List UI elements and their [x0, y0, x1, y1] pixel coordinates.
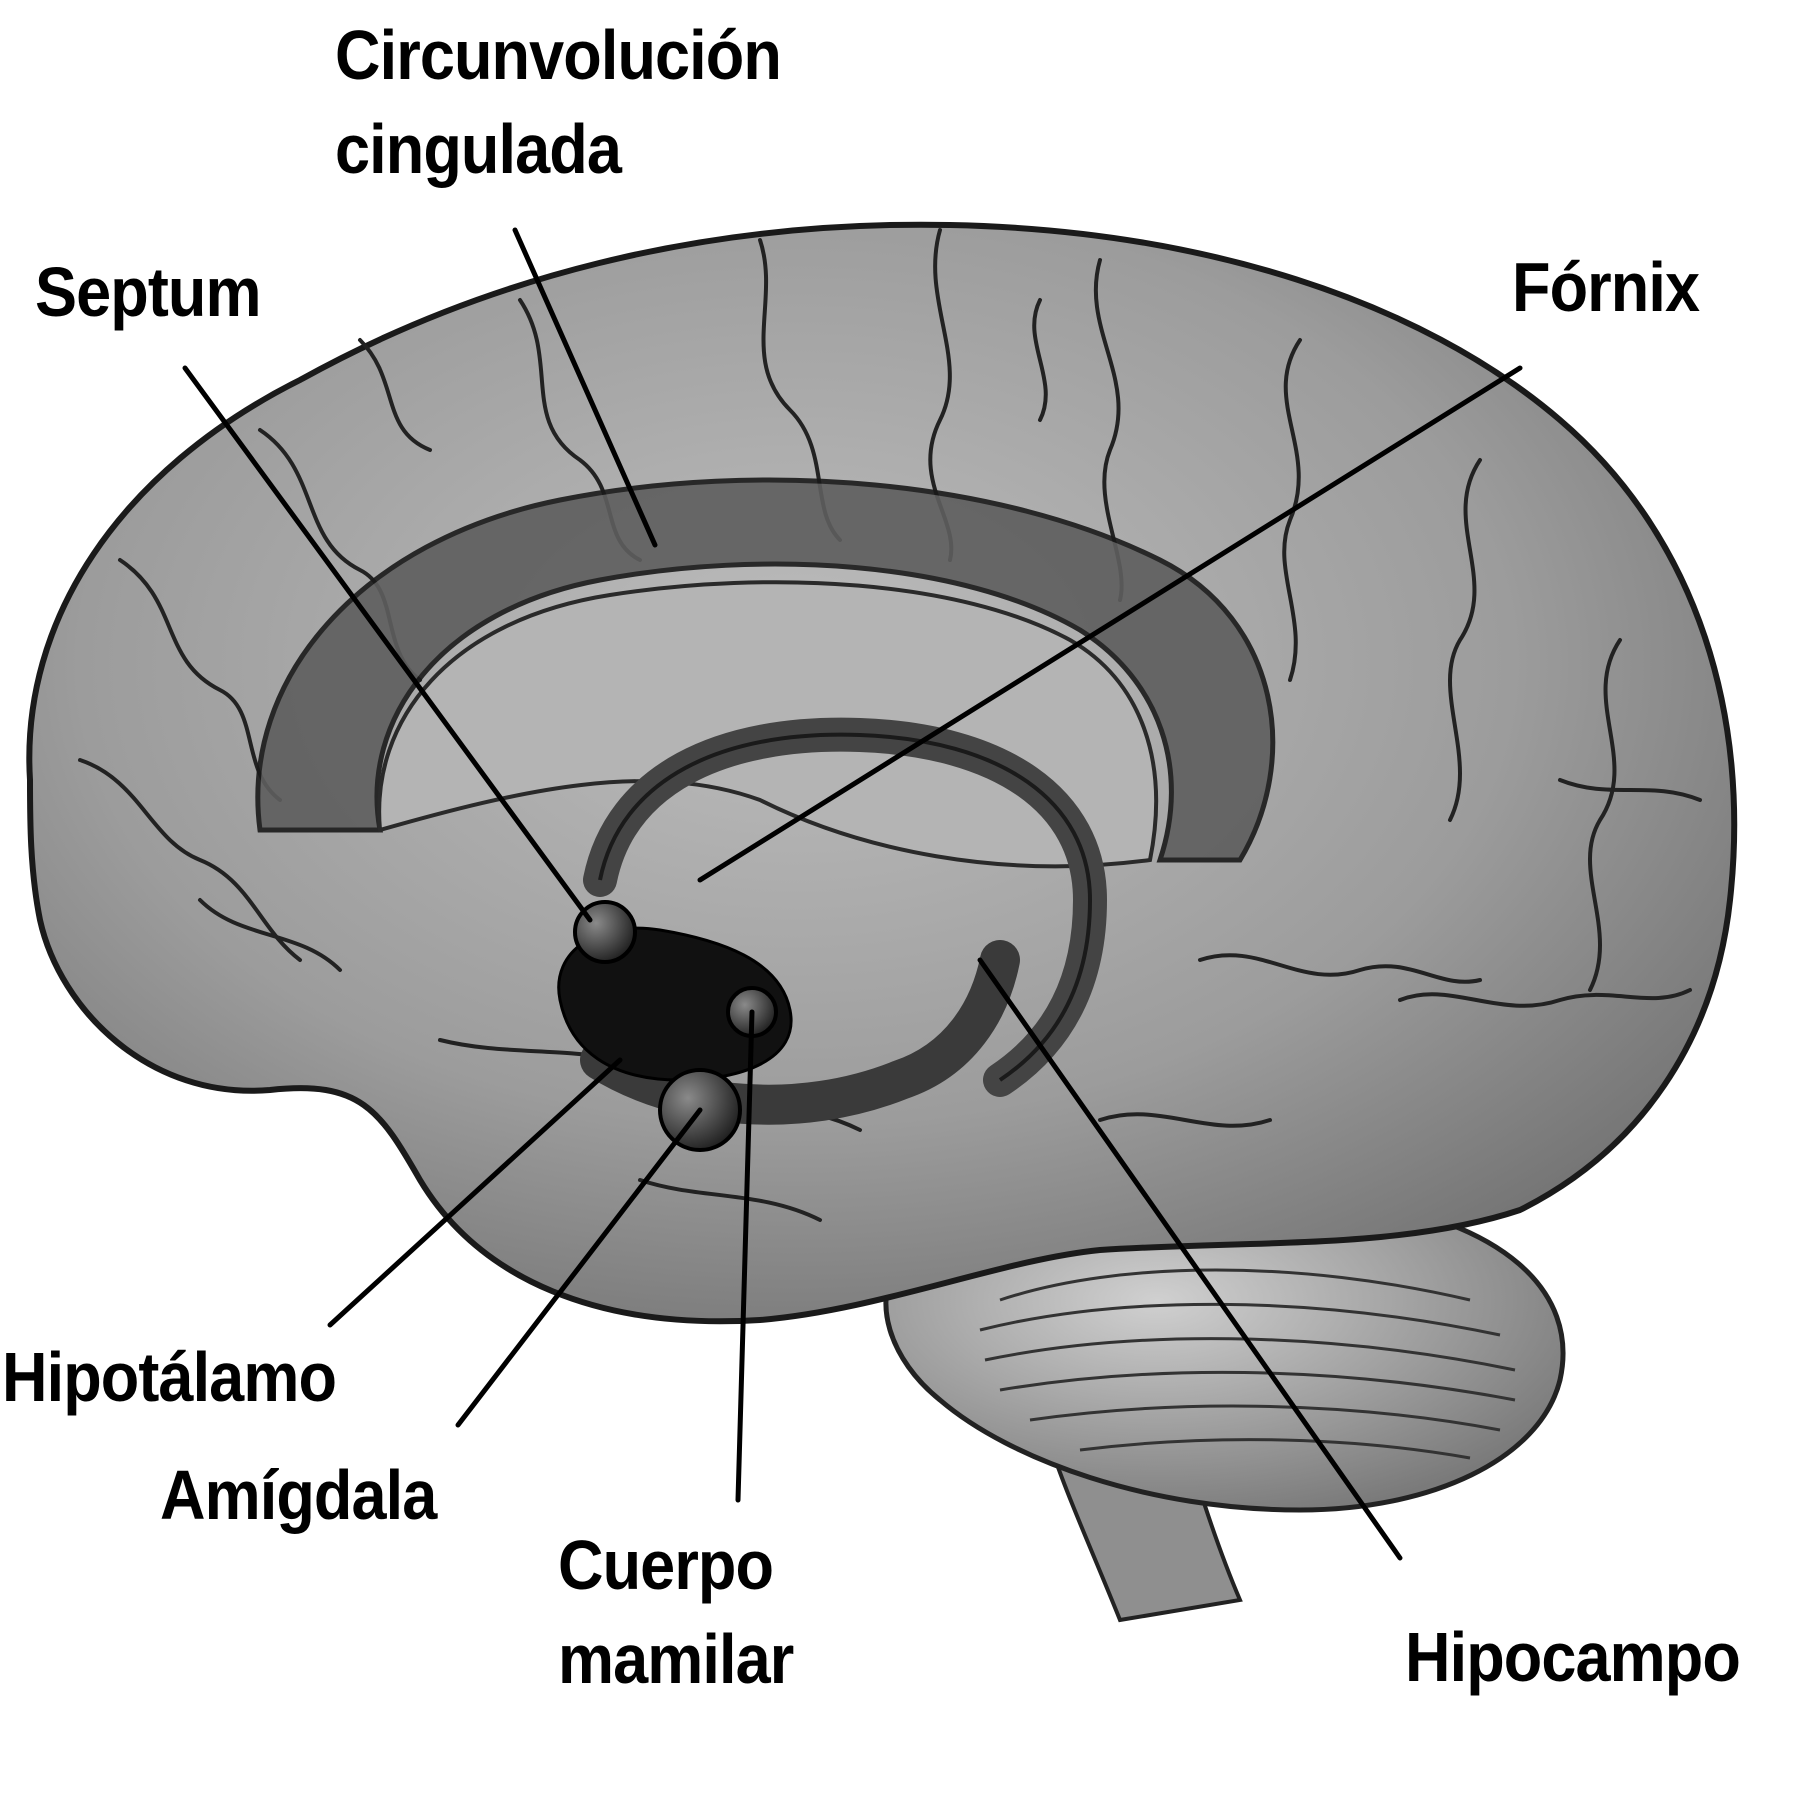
label-fornix: Fórnix [1512, 240, 1700, 334]
label-septum-text: Septum [35, 253, 262, 331]
leader-line-cuerpo [735, 1009, 755, 1503]
leader-line-fornix [697, 365, 1523, 883]
label-hipotalamo: Hipotálamo [2, 1330, 337, 1424]
label-septum: Septum [35, 245, 262, 339]
leader-line-septum [182, 365, 593, 923]
label-amigdala: Amígdala [160, 1448, 437, 1542]
label-cuerpo-line1: Cuerpo [558, 1526, 774, 1604]
label-hipotalamo-text: Hipotálamo [2, 1338, 337, 1416]
cingulate-gyrus [255, 477, 1276, 863]
leader-lines [182, 227, 1523, 1561]
label-hipocampo-text: Hipocampo [1405, 1618, 1741, 1696]
leader-line-amigdala [455, 1107, 703, 1428]
label-circunvolucion-cingulada: Circunvolución cingulada [335, 8, 782, 196]
leader-line-circunvolucion [512, 227, 658, 548]
cortex-sulci [78, 228, 1702, 1222]
leader-line-hipotalamo [327, 1057, 623, 1328]
label-hipocampo: Hipocampo [1405, 1610, 1741, 1704]
label-cuerpo-line2: mamilar [558, 1620, 794, 1698]
label-cuerpo-mamilar: Cuerpo mamilar [558, 1518, 794, 1706]
leader-line-hipocampo [977, 957, 1403, 1561]
label-circunvolucion-line1: Circunvolución [335, 16, 782, 94]
label-fornix-text: Fórnix [1512, 248, 1700, 326]
label-circunvolucion-line2: cingulada [335, 110, 622, 188]
label-amigdala-text: Amígdala [160, 1456, 437, 1534]
